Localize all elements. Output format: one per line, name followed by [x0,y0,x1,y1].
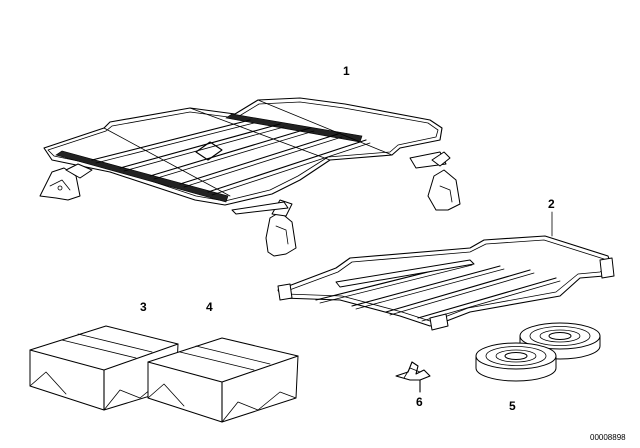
packaged-box-4 [147,337,299,423]
packaged-box-3 [29,325,179,411]
callout-1: 1 [343,64,350,78]
clip [395,361,431,393]
small-roof-rack [277,235,615,331]
callout-2: 2 [548,197,555,211]
callout-4: 4 [206,300,213,314]
callout-3: 3 [140,300,147,314]
large-roof-rack [39,97,461,257]
reference-number: 00008898 [590,433,626,442]
callout-5: 5 [509,399,516,413]
callout-6: 6 [416,395,423,409]
sealing-strip-rolls [475,322,601,382]
